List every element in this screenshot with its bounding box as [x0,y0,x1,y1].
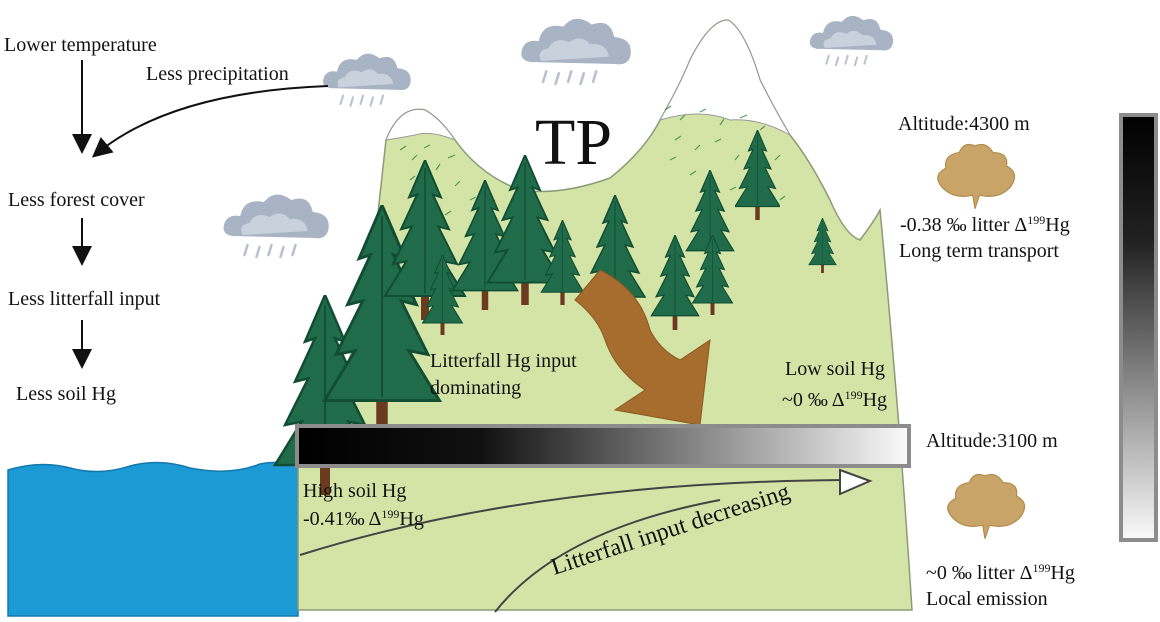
decreasing-curve-upper [299,479,861,556]
decreasing-curve-lower [494,499,721,613]
cloud-top-right [807,13,896,67]
label-litterfall-dominating-2: dominating [430,377,522,399]
cloud-precipitation [320,51,413,107]
lake [7,461,299,617]
altitude-gradient-bar [1119,113,1158,542]
soil-gradient-bar [295,424,911,468]
label-high-soil-value: -0.41‰ Δ199Hg [303,507,424,530]
label-long-term-transport: Long term transport [899,240,1059,262]
litter-shrub-high [937,143,1016,210]
arrow-precip-to-forest [91,85,329,158]
cloud-top-center [518,16,634,86]
litterfall-arrow [574,269,711,426]
label-less-litterfall-input: Less litterfall input [8,288,161,310]
snow-cap-right [658,19,792,137]
label-low-soil-value: ~0 ‰ Δ199Hg [782,388,888,411]
label-high-litter-value: -0.38 ‰ litter Δ199Hg [900,213,1070,236]
label-low-litter-value: ~0 ‰ litter Δ199Hg [926,561,1075,584]
label-high-soil-hg: High soil Hg [303,480,407,502]
label-high-altitude: Altitude:4300 m [898,113,1030,135]
decreasing-arrowhead [839,468,873,496]
cloud-left [221,192,332,259]
label-litterfall-dominating-1: Litterfall Hg input [430,350,577,372]
title-tp: TP [535,106,613,179]
label-less-precipitation: Less precipitation [146,63,289,85]
snow-cap-left [385,108,457,142]
label-less-soil-hg: Less soil Hg [16,383,116,405]
label-low-altitude: Altitude:3100 m [926,430,1058,452]
label-less-forest-cover: Less forest cover [8,189,145,211]
label-low-soil-hg: Low soil Hg [785,358,885,380]
label-local-emission: Local emission [926,588,1048,610]
label-lower-temperature: Lower temperature [4,34,157,56]
litter-shrub-low [946,473,1026,540]
